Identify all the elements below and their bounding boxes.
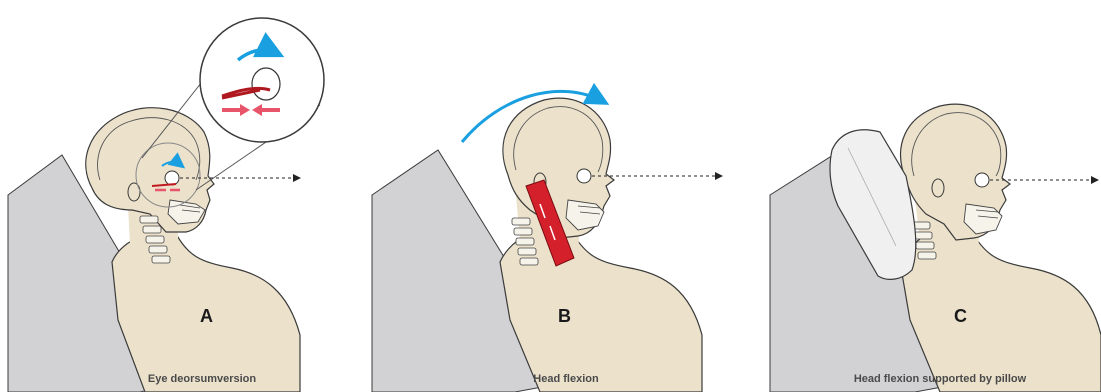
panel-letter-b: B <box>558 306 571 326</box>
panel-letter-a: A <box>200 306 213 326</box>
ear <box>932 179 944 197</box>
eye <box>975 173 989 187</box>
magnified-eye-inset <box>200 18 324 142</box>
panel-c: C <box>770 104 1101 392</box>
caption-c: Head flexion supported by pillow <box>790 373 1090 385</box>
caption-b: Head flexion <box>416 373 716 385</box>
eye <box>577 169 591 183</box>
panel-letter-c: C <box>954 306 967 326</box>
panel-a: A <box>8 18 324 392</box>
torso <box>500 232 702 392</box>
panel-b: B <box>372 91 722 392</box>
eye-small <box>165 171 179 185</box>
caption-a: Eye deorsumversion <box>52 373 352 385</box>
